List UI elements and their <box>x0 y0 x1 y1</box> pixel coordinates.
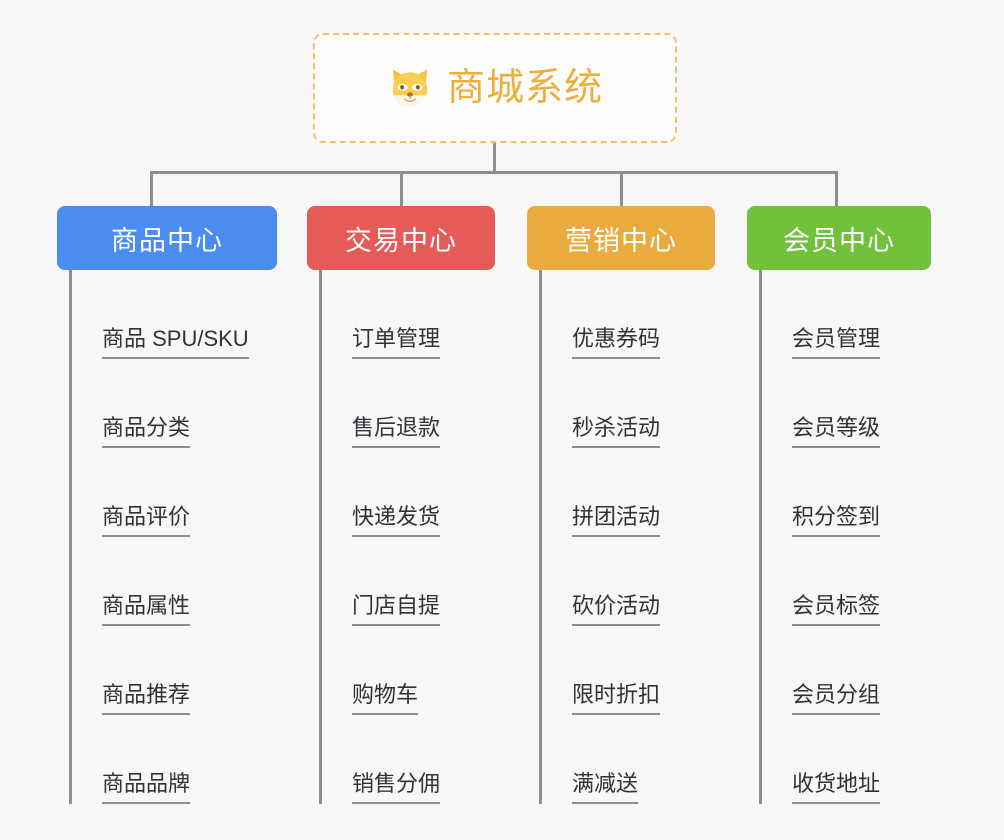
leaf-item[interactable]: 门店自提 <box>322 537 495 626</box>
leaf-label: 满减送 <box>572 770 639 804</box>
leaf-item[interactable]: 商品评价 <box>72 448 277 537</box>
leaf-label: 拼团活动 <box>572 503 661 537</box>
leaf-item[interactable]: 优惠券码 <box>542 270 715 359</box>
leaf-label: 会员管理 <box>792 325 881 359</box>
leaf-item[interactable]: 商品 SPU/SKU <box>72 270 277 359</box>
leaf-item[interactable]: 售后退款 <box>322 359 495 448</box>
leaf-label: 快递发货 <box>352 503 441 537</box>
connector-root-stem <box>493 143 496 173</box>
leaf-label: 收货地址 <box>792 770 881 804</box>
connector-drop-marketing <box>620 171 623 206</box>
leaf-label: 销售分佣 <box>352 770 441 804</box>
branch-products: 商品中心 商品 SPU/SKU 商品分类 商品评价 商品属性 商品推荐 商品品牌 <box>57 206 277 804</box>
leaf-item[interactable]: 满减送 <box>542 715 715 804</box>
leaf-item[interactable]: 秒杀活动 <box>542 359 715 448</box>
leaf-item[interactable]: 收货地址 <box>762 715 931 804</box>
leaf-label: 售后退款 <box>352 414 441 448</box>
leaf-label: 购物车 <box>352 681 419 715</box>
leaf-label: 门店自提 <box>352 592 441 626</box>
shiba-dog-icon <box>392 69 428 107</box>
connector-horizontal-bus <box>150 171 838 174</box>
branch-member: 会员中心 会员管理 会员等级 积分签到 会员标签 会员分组 收货地址 <box>747 206 931 804</box>
root-node[interactable]: 商城系统 <box>313 33 677 143</box>
leaf-label: 会员分组 <box>792 681 881 715</box>
branch-label-marketing: 营销中心 <box>565 225 677 256</box>
leaf-label: 积分签到 <box>792 503 881 537</box>
leaf-label: 订单管理 <box>352 325 441 359</box>
branch-header-trade[interactable]: 交易中心 <box>307 206 495 270</box>
leaf-item[interactable]: 购物车 <box>322 626 495 715</box>
leaf-item[interactable]: 会员等级 <box>762 359 931 448</box>
leaf-item[interactable]: 商品推荐 <box>72 626 277 715</box>
connector-drop-trade <box>400 171 403 206</box>
branch-marketing: 营销中心 优惠券码 秒杀活动 拼团活动 砍价活动 限时折扣 满减送 <box>527 206 715 804</box>
connector-drop-member <box>835 171 838 206</box>
leaf-list-member: 会员管理 会员等级 积分签到 会员标签 会员分组 收货地址 <box>759 270 931 804</box>
leaf-label: 会员等级 <box>792 414 881 448</box>
leaf-item[interactable]: 订单管理 <box>322 270 495 359</box>
leaf-item[interactable]: 快递发货 <box>322 448 495 537</box>
leaf-label: 商品评价 <box>102 503 191 537</box>
leaf-item[interactable]: 销售分佣 <box>322 715 495 804</box>
leaf-list-trade: 订单管理 售后退款 快递发货 门店自提 购物车 销售分佣 <box>319 270 495 804</box>
branch-header-products[interactable]: 商品中心 <box>57 206 277 270</box>
branch-header-marketing[interactable]: 营销中心 <box>527 206 715 270</box>
leaf-item[interactable]: 会员管理 <box>762 270 931 359</box>
branch-label-member: 会员中心 <box>783 225 895 256</box>
leaf-label: 优惠券码 <box>572 325 661 359</box>
leaf-item[interactable]: 会员标签 <box>762 537 931 626</box>
leaf-label: 会员标签 <box>792 592 881 626</box>
leaf-label: 商品分类 <box>102 414 191 448</box>
leaf-item[interactable]: 商品属性 <box>72 537 277 626</box>
leaf-list-products: 商品 SPU/SKU 商品分类 商品评价 商品属性 商品推荐 商品品牌 <box>69 270 277 804</box>
branch-label-products: 商品中心 <box>111 225 223 256</box>
leaf-label: 砍价活动 <box>572 592 661 626</box>
leaf-label: 秒杀活动 <box>572 414 661 448</box>
leaf-item[interactable]: 商品品牌 <box>72 715 277 804</box>
branch-trade: 交易中心 订单管理 售后退款 快递发货 门店自提 购物车 销售分佣 <box>307 206 495 804</box>
root-title: 商城系统 <box>446 67 603 109</box>
leaf-item[interactable]: 积分签到 <box>762 448 931 537</box>
leaf-label: 商品 SPU/SKU <box>102 325 249 359</box>
leaf-label: 商品品牌 <box>102 770 191 804</box>
connector-drop-products <box>150 171 153 206</box>
leaf-item[interactable]: 商品分类 <box>72 359 277 448</box>
leaf-item[interactable]: 会员分组 <box>762 626 931 715</box>
leaf-item[interactable]: 限时折扣 <box>542 626 715 715</box>
leaf-item[interactable]: 拼团活动 <box>542 448 715 537</box>
leaf-label: 商品推荐 <box>102 681 191 715</box>
leaf-item[interactable]: 砍价活动 <box>542 537 715 626</box>
leaf-list-marketing: 优惠券码 秒杀活动 拼团活动 砍价活动 限时折扣 满减送 <box>539 270 715 804</box>
branch-header-member[interactable]: 会员中心 <box>747 206 931 270</box>
leaf-label: 商品属性 <box>102 592 191 626</box>
branch-label-trade: 交易中心 <box>345 225 457 256</box>
leaf-label: 限时折扣 <box>572 681 661 715</box>
